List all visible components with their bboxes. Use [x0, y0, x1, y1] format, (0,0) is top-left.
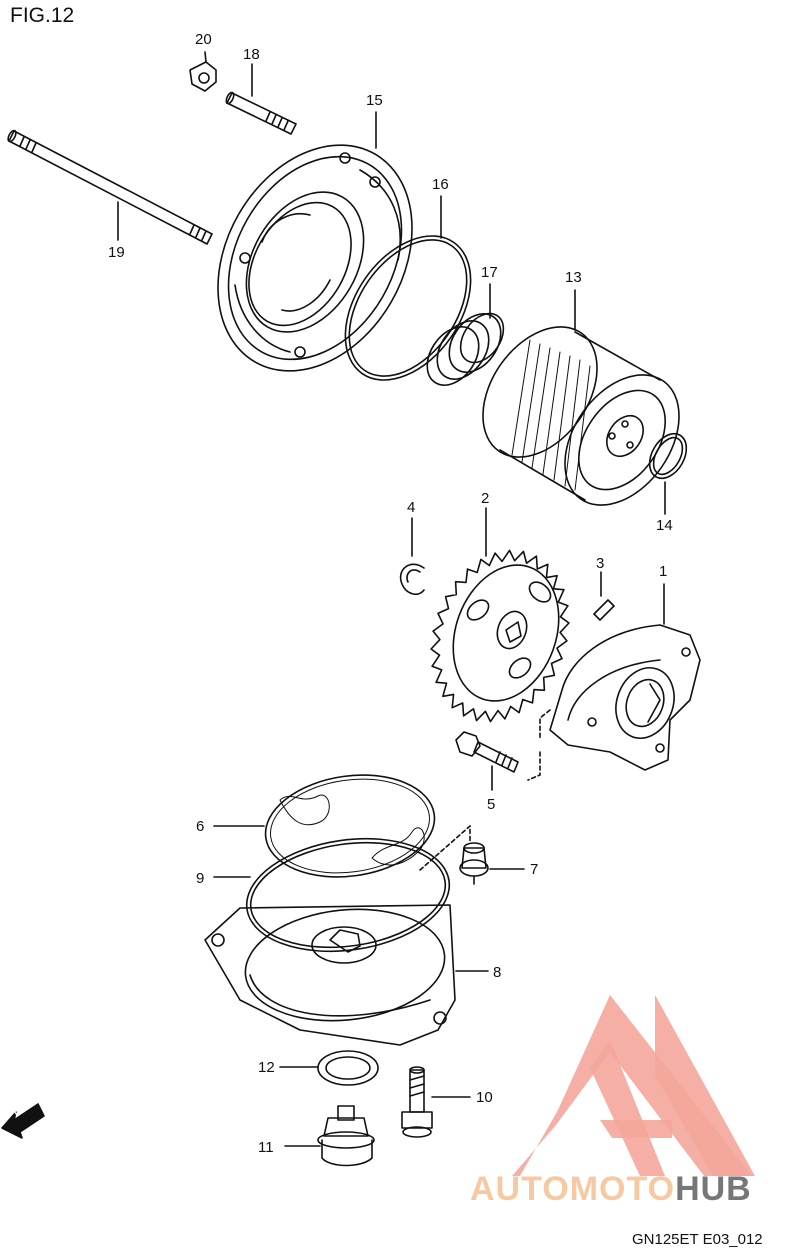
callout-15: 15	[366, 92, 383, 109]
part-12-gasket	[279, 1050, 379, 1086]
part-17-spring	[426, 283, 505, 386]
part-19-long-stud	[7, 129, 213, 245]
callout-2: 2	[481, 490, 490, 507]
part-15-filter-cover	[217, 111, 413, 372]
callout-3: 3	[596, 555, 605, 572]
callout-18: 18	[243, 46, 260, 63]
part-2-pump-gear	[430, 507, 570, 723]
callout-4: 4	[407, 499, 416, 516]
watermark-brand-part1: AUTOMOTO	[470, 1170, 676, 1208]
part-18-stud-short	[225, 63, 297, 135]
callout-7: 7	[530, 861, 539, 878]
part-3-pin	[593, 571, 615, 621]
callout-8: 8	[493, 964, 502, 981]
callout-19: 19	[108, 244, 125, 261]
part-10-bolt	[401, 1066, 471, 1138]
callout-6: 6	[196, 818, 205, 835]
part-5-bolt	[455, 731, 519, 791]
watermark-brand: AUTOMOTOHUB	[470, 1170, 752, 1209]
callout-12: 12	[258, 1059, 275, 1076]
forward-arrow-icon	[1, 1103, 45, 1139]
callout-16: 16	[432, 176, 449, 193]
part-7-bolt-washer	[419, 825, 525, 885]
part-20-cap-nut	[189, 51, 217, 92]
watermark-logo-icon	[512, 995, 755, 1176]
part-4-circlip	[399, 517, 425, 596]
part-6-strainer-screen	[213, 774, 436, 878]
figure-code: GN125ET E03_012	[632, 1231, 763, 1248]
part-11-drain-plug	[284, 1105, 375, 1167]
callout-20: 20	[195, 31, 212, 48]
callout-11: 11	[258, 1139, 274, 1156]
callout-9: 9	[196, 870, 205, 887]
callout-17: 17	[481, 264, 498, 281]
figure-title: FIG.12	[10, 4, 75, 27]
callout-5: 5	[487, 796, 496, 813]
part-1-oil-pump	[527, 583, 701, 781]
watermark-brand-part2: HUB	[675, 1170, 752, 1208]
part-8-sump-cover	[204, 904, 489, 1046]
part-14-o-ring-small	[648, 432, 688, 515]
callout-1: 1	[659, 563, 668, 580]
callout-14: 14	[656, 517, 673, 534]
part-13-oil-filter	[482, 289, 680, 506]
callout-13: 13	[565, 269, 582, 286]
callout-10: 10	[476, 1089, 493, 1106]
